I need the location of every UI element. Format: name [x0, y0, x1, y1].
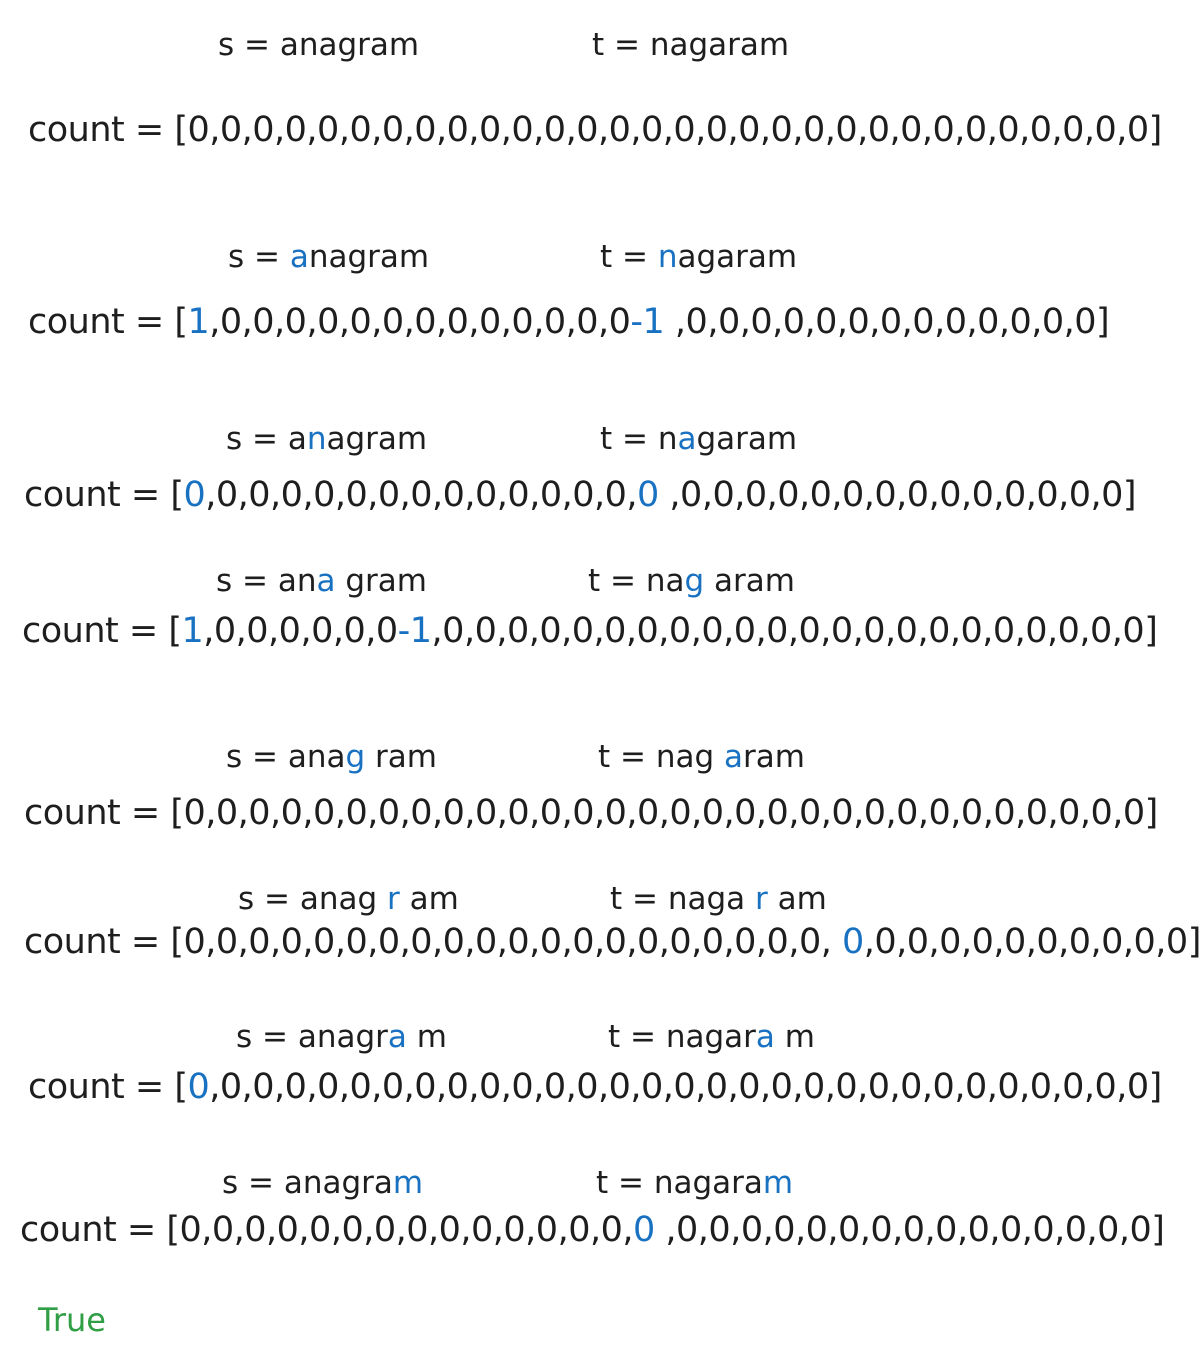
t-line-text: t = — [600, 239, 658, 275]
step-8-count-array: count = [0,0,0,0,0,0,0,0,0,0,0,0,0,0,0 ,… — [20, 1210, 1165, 1250]
step-3-s-line: s = anagram — [226, 424, 427, 455]
step-4-s-line: s = ana gram — [216, 566, 427, 597]
step-8-t-line: t = nagaram — [596, 1168, 793, 1199]
step-1-t-line: t = nagaram — [592, 30, 789, 61]
s-line-text: agram — [326, 421, 428, 457]
count-array-text: ,0,0,0,0,0,0 — [203, 611, 398, 651]
s-line-text: ram — [365, 739, 437, 775]
s-line-highlight: n — [306, 421, 327, 457]
s-line-text: am — [399, 881, 459, 917]
count-array-text: ,0,0,0,0,0,0,0,0,0,0,0,0,0,0] — [658, 475, 1137, 515]
count-array-text: count = [0,0,0,0,0,0,0,0,0,0,0,0,0,0,0,0… — [24, 793, 1158, 833]
t-line-text: t = nag — [598, 739, 725, 775]
step-5-count-array: count = [0,0,0,0,0,0,0,0,0,0,0,0,0,0,0,0… — [24, 796, 1158, 831]
t-line-highlight: r — [755, 881, 768, 917]
s-line-highlight: a — [289, 239, 309, 275]
s-line-text: s = anagra — [222, 1165, 393, 1201]
step-2-s-line: s = anagram — [228, 242, 429, 273]
t-line-text: t = na — [588, 563, 685, 599]
s-line-text: s = — [228, 239, 290, 275]
count-array-text: ,0,0,0,0,0,0,0,0,0,0,0,0,0 — [209, 302, 631, 342]
count-array-text: count = [0,0,0,0,0,0,0,0,0,0,0,0,0,0,0,0… — [28, 110, 1162, 150]
step-7-count-array: count = [0,0,0,0,0,0,0,0,0,0,0,0,0,0,0,0… — [28, 1070, 1162, 1105]
s-line-highlight: g — [345, 739, 366, 775]
t-line-text: ram — [743, 739, 805, 775]
step-1-count-array: count = [0,0,0,0,0,0,0,0,0,0,0,0,0,0,0,0… — [28, 113, 1162, 148]
t-line-text: m — [774, 1019, 815, 1055]
s-line-highlight: a — [316, 563, 336, 599]
count-array-text: ,0,0,0,0,0,0,0,0,0,0,0,0,0,0,0] — [654, 1210, 1165, 1250]
t-line-highlight: a — [724, 739, 744, 775]
step-5-s-line: s = anag ram — [226, 742, 437, 773]
t-line-text: garam — [696, 421, 798, 457]
t-line-text: agaram — [677, 239, 798, 275]
step-4-count-array: count = [1,0,0,0,0,0,0-1,0,0,0,0,0,0,0,0… — [22, 611, 1158, 651]
step-5-t-line: t = nag aram — [598, 742, 805, 773]
count-array-highlight: 0 — [183, 475, 206, 515]
t-line-highlight: a — [755, 1019, 775, 1055]
t-line-highlight: g — [684, 563, 705, 599]
step-3-t-line: t = nagaram — [600, 424, 797, 455]
step-1-s-line: s = anagram — [218, 30, 419, 61]
s-line-highlight: a — [387, 1019, 407, 1055]
t-line-highlight: m — [762, 1165, 794, 1201]
step-6-count-array: count = [0,0,0,0,0,0,0,0,0,0,0,0,0,0,0,0… — [24, 925, 1201, 960]
s-line-text: s = an — [216, 563, 317, 599]
count-array-highlight: 0 — [637, 475, 659, 515]
step-7-t-line: t = nagara m — [608, 1022, 815, 1053]
t-line-text: t = n — [600, 421, 678, 457]
count-array-highlight: 0 — [841, 922, 864, 962]
t-line-highlight: a — [677, 421, 697, 457]
step-2-count-array: count = [1,0,0,0,0,0,0,0,0,0,0,0,0,0-1 ,… — [28, 302, 1110, 342]
count-array-text: count = [0,0,0,0,0,0,0,0,0,0,0,0,0,0, — [20, 1210, 634, 1250]
count-array-highlight: 0 — [633, 1210, 655, 1250]
step-3-count-array: count = [0,0,0,0,0,0,0,0,0,0,0,0,0,0,0 ,… — [24, 475, 1137, 515]
count-array-text: count = [0,0,0,0,0,0,0,0,0,0,0,0,0,0,0,0… — [24, 922, 842, 962]
s-line-text: gram — [335, 563, 427, 599]
s-line-text: s = a — [226, 421, 307, 457]
s-line-text: s = anag — [238, 881, 388, 917]
step-2-t-line: t = nagaram — [600, 242, 797, 273]
t-line-text: aram — [704, 563, 795, 599]
count-array-highlight: -1 — [630, 302, 665, 342]
count-array-text: ,0,0,0,0,0,0,0,0,0,0,0,0,0, — [205, 475, 638, 515]
step-7-s-line: s = anagra m — [236, 1022, 447, 1053]
s-line-text: nagram — [308, 239, 430, 275]
step-8-s-line: s = anagram — [222, 1168, 423, 1199]
t-line-text: am — [767, 881, 827, 917]
t-line-highlight: n — [657, 239, 678, 275]
step-4-t-line: t = nag aram — [588, 566, 795, 597]
count-array-text: count = [ — [28, 302, 188, 342]
count-array-text: ,0,0,0,0,0,0,0,0,0,0,0,0,0,0,0,0,0,0,0,0… — [431, 611, 1158, 651]
count-array-highlight: 1 — [187, 302, 210, 342]
t-line-text: t = nagar — [608, 1019, 756, 1055]
step-6-t-line: t = naga r am — [610, 884, 827, 915]
s-line-text: s = ana — [226, 739, 346, 775]
count-array-highlight: 1 — [181, 611, 204, 651]
count-array-highlight: -1 — [397, 611, 432, 651]
count-array-text: ,0,0,0,0,0,0,0,0,0,0] — [863, 922, 1201, 962]
count-array-highlight: 0 — [187, 1067, 210, 1107]
count-array-text: ,0,0,0,0,0,0,0,0,0,0,0,0,0] — [664, 302, 1110, 342]
s-line-highlight: m — [392, 1165, 424, 1201]
t-line-text: t = nagara — [596, 1165, 763, 1201]
count-array-text: count = [ — [24, 475, 184, 515]
count-array-text: count = [ — [22, 611, 182, 651]
count-array-text: ,0,0,0,0,0,0,0,0,0,0,0,0,0,0,0,0,0,0,0,0… — [209, 1067, 1162, 1107]
step-6-s-line: s = anag r am — [238, 884, 459, 915]
count-array-text: count = [ — [28, 1067, 188, 1107]
s-line-text: s = anagr — [236, 1019, 388, 1055]
s-line-highlight: r — [387, 881, 400, 917]
result-label: True — [38, 1301, 106, 1339]
t-line-text: t = naga — [610, 881, 756, 917]
s-line-text: m — [406, 1019, 447, 1055]
s-line-text: s = anagram — [218, 27, 420, 63]
t-line-text: t = nagaram — [592, 27, 790, 63]
